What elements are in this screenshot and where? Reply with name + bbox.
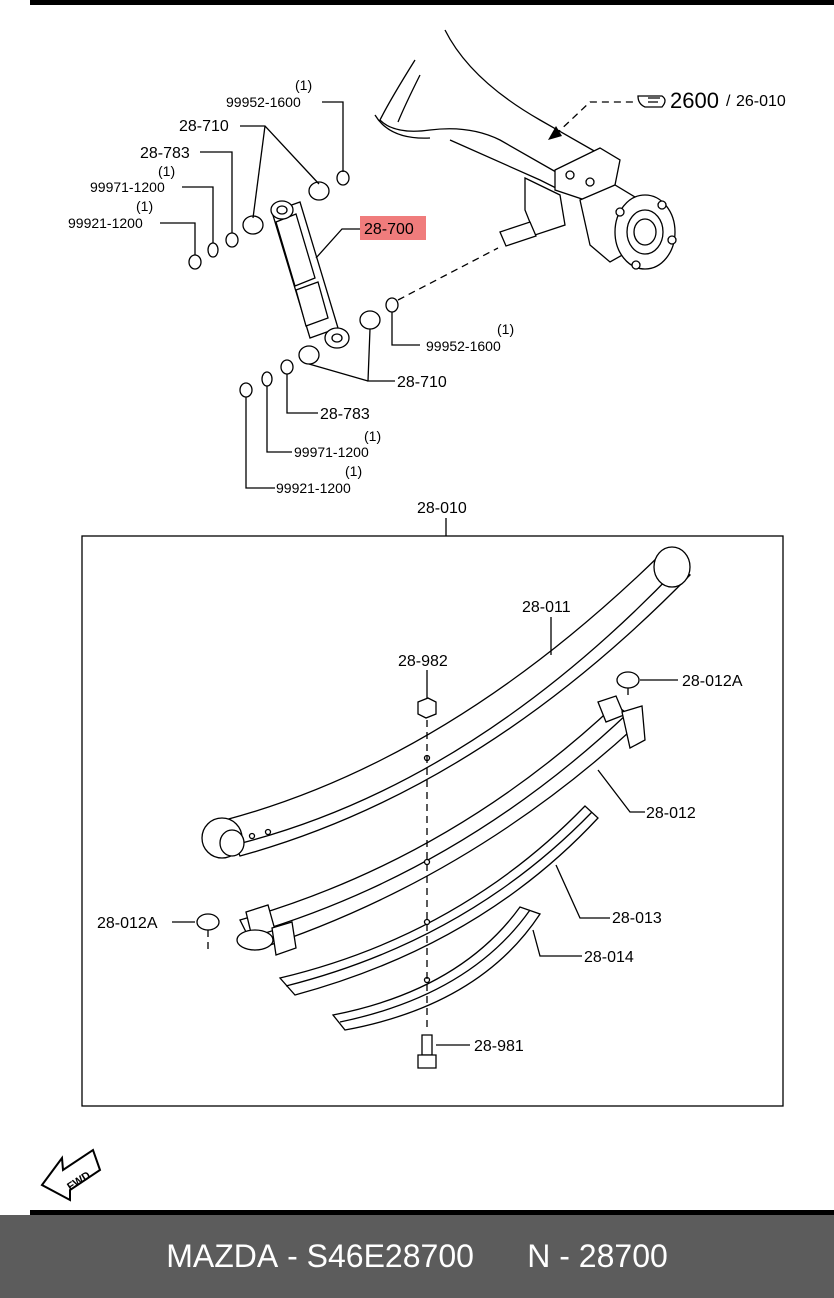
upper-lock-part: 99971-1200 [90,179,165,195]
lower-nut-qty: (1) [497,321,514,337]
upper-leaders [160,101,360,259]
ref-number: 2600 [670,88,719,113]
lower-bush-part: 28-710 [397,374,447,391]
ref-sub-code: 26-010 [736,93,786,110]
upper-nut-part: 99952-1600 [226,94,301,110]
shock-absorber [270,200,350,349]
axle-housing [374,29,677,270]
upper-nut2-qty: (1) [136,198,153,214]
highlighted-part-28-700[interactable]: 28-700 [360,216,426,240]
lower-lock-part: 99971-1200 [294,444,369,460]
leaf-spring-frame [81,535,784,1107]
lower-leaders [245,312,420,489]
upper-washer-part: 28-783 [140,145,190,162]
second-leaf-part: 28-012 [646,805,696,822]
footer-code: S46E28700 [306,1238,474,1274]
footer-border [30,1210,834,1215]
leaf-spring-drawing [196,546,692,1069]
shock-absorber-part: 28-700 [364,221,414,238]
footer-bar: MAZDA - S46E28700 N - 28700 [0,1215,834,1298]
main-leaf-part: 28-011 [522,599,571,616]
top-border [30,0,834,5]
pad-left-part: 28-012A [97,915,158,932]
footer-brand: MAZDA [166,1238,279,1274]
footer-separator-2: - [550,1238,579,1274]
footer-number: 28700 [578,1238,668,1274]
footer-separator-1: - [278,1238,307,1274]
lower-lock-qty: (1) [364,428,381,444]
lower-washer-part: 28-783 [320,406,370,423]
reference-pointer: 2600 / 26-010 [548,88,786,140]
upper-bush-part: 28-710 [179,118,229,135]
lower-nut-part: 99952-1600 [426,338,501,354]
leaf-spring-leaders [172,617,678,1046]
center-bolt-part: 28-981 [474,1038,524,1055]
lower-nut2-qty: (1) [345,463,362,479]
leaf-spring-assembly-part: 28-010 [417,500,467,517]
third-leaf-part: 28-013 [612,910,662,927]
nut-part: 28-982 [398,653,448,670]
upper-lock-qty: (1) [158,163,175,179]
fwd-arrow-icon: FWD [40,1148,102,1202]
upper-nut-qty: (1) [295,77,312,93]
lower-nut2-part: 99921-1200 [276,480,351,496]
fourth-leaf-part: 28-014 [584,949,634,966]
footer-n-label: N [527,1238,551,1274]
ref-separator: / [726,93,731,110]
highlight-box [360,216,426,240]
footer-gap [474,1238,527,1275]
upper-hardware [188,170,350,270]
pad-right-part: 28-012A [682,673,743,690]
upper-nut2-part: 99921-1200 [68,215,143,231]
